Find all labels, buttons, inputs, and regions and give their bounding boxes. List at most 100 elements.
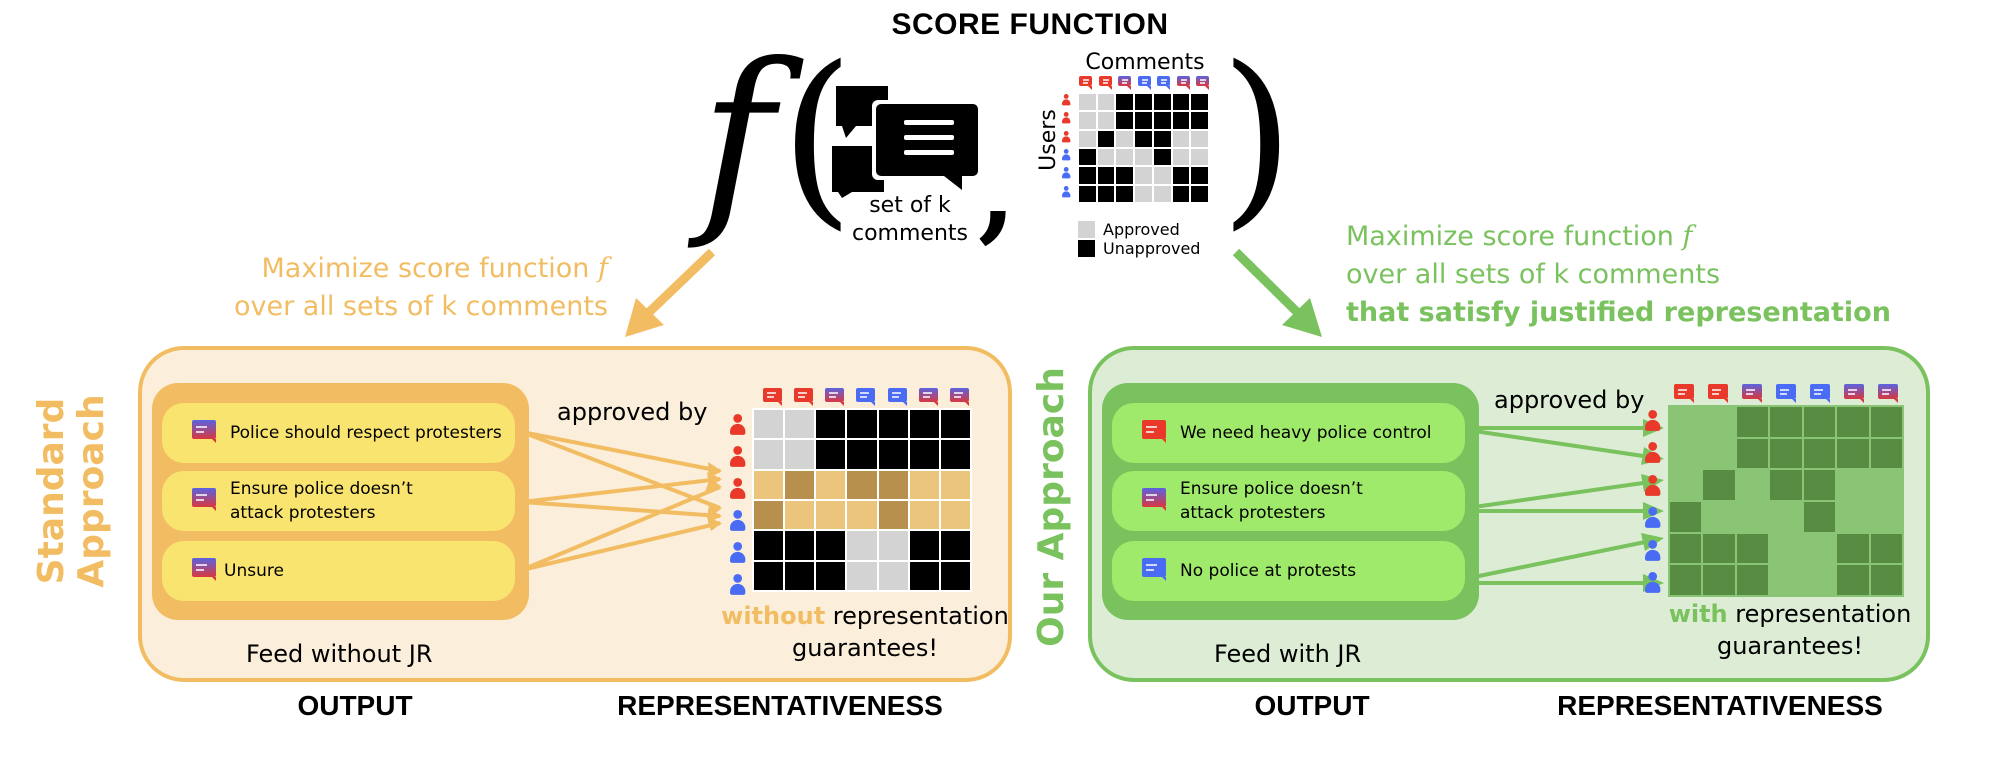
standard-result-rest: representation [825, 602, 1009, 630]
standard-result-line1: without representation [720, 600, 1010, 632]
user-icon [1645, 474, 1661, 497]
matrix-cell-unapproved [1097, 130, 1115, 147]
approval-line [521, 430, 721, 510]
ours-result-rest: representation [1727, 600, 1912, 628]
legend-approved: Approved [1078, 220, 1200, 239]
matrix-cell-approved [1097, 94, 1115, 111]
matrix-cell-unapproved [1135, 130, 1152, 147]
matrix-cell-approved [1670, 438, 1702, 469]
comment-icon [1176, 76, 1190, 90]
matrix-cell-approved [816, 501, 846, 530]
matrix-cell-approved [1703, 438, 1735, 469]
ours-output-label: OUTPUT [1254, 690, 1370, 721]
standard-matrix-comment-icons [760, 388, 972, 406]
feed-item[interactable]: Ensure police doesn’t attack protesters [1112, 471, 1465, 531]
matrix-cell-unapproved [816, 561, 846, 590]
comment-icon [1776, 384, 1796, 403]
matrix-cell-approved [909, 470, 939, 499]
matrix-cell-unapproved [1837, 533, 1869, 564]
user-icon [730, 478, 746, 500]
feed-item-text: Ensure police doesn’t attack protesters [230, 479, 413, 523]
user-icon [730, 542, 746, 564]
matrix-cell-unapproved [1803, 438, 1836, 469]
comment-icon [192, 558, 216, 581]
standard-instruction-f: f [598, 253, 608, 284]
ours-result-emphasis: with [1668, 600, 1728, 628]
matrix-cell-unapproved [1870, 407, 1902, 437]
approval-line [521, 521, 721, 572]
user-icon [1645, 571, 1661, 594]
matrix-cell-unapproved [1703, 533, 1735, 564]
ours-instruction: Maximize score function f over all sets … [1346, 218, 1891, 332]
standard-result-line2: guarantees! [791, 634, 938, 662]
user-icon [1062, 94, 1071, 106]
standard-result: without representation guarantees! [720, 600, 1010, 664]
standard-feed: Police should respect protesters Ensure … [152, 383, 529, 620]
comment-icon [1142, 558, 1166, 584]
matrix-cell-unapproved [1736, 438, 1769, 469]
set-of-k-line1: set of k [869, 193, 951, 218]
matrix-cell-approved [1736, 470, 1769, 500]
matrix-cell-unapproved [1079, 167, 1096, 184]
matrix-cell-approved [847, 561, 877, 590]
matrix-cell-approved [1135, 149, 1152, 166]
matrix-cell-unapproved [1116, 185, 1134, 202]
ours-instruction-line2: over all sets of k comments [1346, 259, 1721, 290]
matrix-cell-unapproved [1097, 167, 1115, 184]
comment-icon [192, 488, 216, 514]
ours-instruction-line1: Maximize score function f [1346, 218, 1891, 256]
approval-line [521, 500, 721, 518]
comment-icon [1142, 488, 1166, 514]
matrix-cell-unapproved [847, 470, 877, 499]
approval-matrix [1077, 92, 1210, 204]
user-icon [730, 510, 746, 532]
feed-item[interactable]: We need heavy police control [1112, 403, 1465, 463]
legend-label-unapproved: Unapproved [1103, 239, 1201, 258]
function-symbol: f [700, 21, 775, 254]
comment-icon [1142, 558, 1166, 581]
matrix-cell-approved [1736, 501, 1769, 532]
matrix-cell-approved [1870, 501, 1902, 532]
matrix-cell-approved [1703, 501, 1735, 532]
user-icon [1062, 148, 1071, 161]
matrix-cell-approved [785, 410, 815, 439]
matrix-cell-unapproved [816, 410, 846, 439]
chat-bubbles-icon [832, 86, 982, 198]
feed-item[interactable]: Police should respect protesters [162, 403, 515, 463]
comma: , [978, 125, 1017, 254]
matrix-cell-unapproved [1116, 112, 1134, 129]
feed-item-text: Unsure [224, 561, 284, 581]
matrix-cell-unapproved [1803, 407, 1836, 437]
matrix-cell-unapproved [1870, 565, 1902, 595]
matrix-cell-approved [1135, 185, 1152, 202]
comment-icon [1157, 76, 1170, 90]
user-icon [730, 414, 746, 436]
matrix-cell-approved [1770, 565, 1802, 595]
standard-approval-matrix [752, 408, 972, 592]
matrix-cell-unapproved [909, 410, 939, 439]
matrix-cell-approved [1670, 407, 1702, 437]
comment-icon [856, 388, 876, 406]
comment-icon [192, 558, 216, 584]
matrix-cell-unapproved [1837, 565, 1869, 595]
set-of-k-line2: comments [852, 221, 968, 246]
standard-instruction-line2: over all sets of k comments [233, 291, 608, 322]
ours-result: with representation guarantees! [1660, 598, 1920, 662]
standard-representativeness-label: REPRESENTATIVENESS [617, 690, 943, 721]
matrix-cell-approved [1191, 149, 1208, 166]
matrix-cell-unapproved [1870, 438, 1902, 469]
arrow-to-standard [639, 248, 716, 322]
matrix-cell-unapproved [878, 440, 908, 469]
matrix-cell-unapproved [1803, 470, 1836, 500]
comment-icon [1142, 420, 1166, 446]
matrix-cell-unapproved [1770, 407, 1802, 437]
standard-result-emphasis: without [721, 602, 826, 630]
ours-instruction-line3: that satisfy justified representation [1346, 297, 1891, 328]
feed-item-text: Police should respect protesters [230, 423, 502, 443]
feed-item[interactable]: Unsure [162, 541, 515, 601]
feed-item[interactable]: Ensure police doesn’t attack protesters [162, 471, 515, 531]
feed-item[interactable]: No police at protests [1112, 541, 1465, 601]
matrix-cell-unapproved [785, 470, 815, 499]
